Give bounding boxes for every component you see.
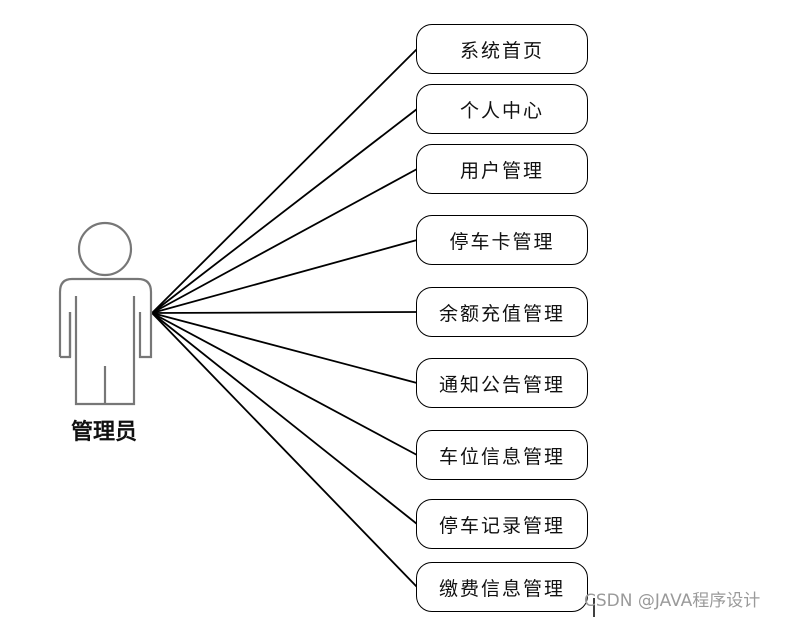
association-line (151, 312, 418, 456)
association-line (151, 168, 418, 314)
association-lines (151, 48, 418, 588)
usecase-parking-record-management[interactable]: 停车记录管理 (416, 499, 588, 549)
association-line (151, 312, 418, 384)
usecase-notice-management[interactable]: 通知公告管理 (416, 358, 588, 408)
watermark: CSDN @JAVA程序设计 (584, 591, 761, 611)
association-line (151, 239, 418, 314)
association-line (151, 311, 418, 314)
usecase-user-management[interactable]: 用户管理 (416, 144, 588, 194)
actor-label: 管理员 (70, 420, 137, 445)
usecase-parking-card-management[interactable]: 停车卡管理 (416, 215, 588, 265)
usecase-balance-recharge-management[interactable]: 余额充值管理 (416, 287, 588, 337)
association-line (151, 312, 418, 525)
usecase-personal-center[interactable]: 个人中心 (416, 84, 588, 134)
association-line (151, 108, 418, 314)
association-line (151, 312, 418, 588)
usecase-payment-info-management[interactable]: 缴费信息管理 (416, 562, 588, 612)
usecase-system-home[interactable]: 系统首页 (416, 24, 588, 74)
usecase-parking-space-management[interactable]: 车位信息管理 (416, 430, 588, 480)
person-icon (58, 221, 153, 406)
association-line (151, 48, 418, 314)
